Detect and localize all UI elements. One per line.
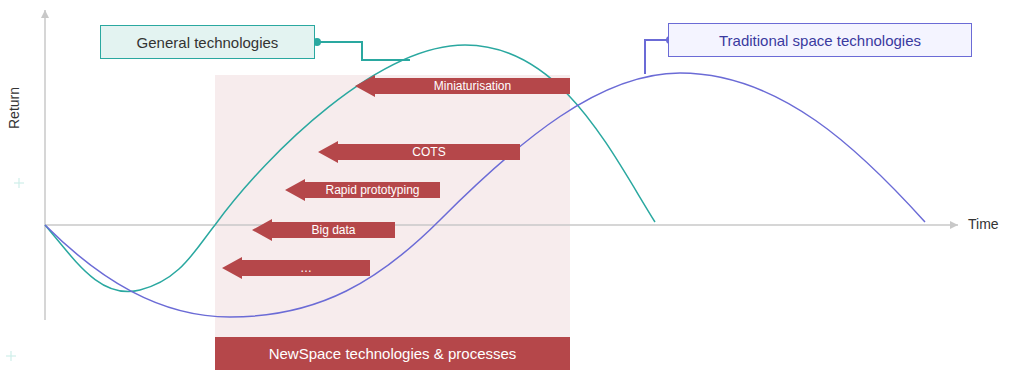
tech-arrow: Rapid prototyping (285, 179, 440, 201)
node-text: Big data (311, 223, 355, 237)
tech-arrow: … (222, 257, 370, 279)
newspace-band: MiniaturisationCOTS Rapid prototypingBig … (215, 75, 570, 370)
general-curve (45, 45, 655, 292)
node-text: … (300, 261, 312, 275)
node-text: Traditional space technologies (719, 32, 921, 49)
curve-label-box: Traditional space technologies (668, 23, 972, 57)
node-text: General technologies (137, 34, 279, 51)
y-axis-label: Return (6, 87, 22, 129)
leader-line (645, 40, 670, 74)
tech-arrow: Big data (252, 219, 395, 241)
traditional-curve (45, 73, 925, 317)
node-text: NewSpace technologies & processes (215, 337, 570, 370)
arrow-shape (222, 257, 370, 279)
node-text: COTS (412, 145, 445, 159)
curve-label-box: General technologies (100, 25, 315, 59)
tech-arrow: Miniaturisation (355, 75, 570, 97)
x-axis-label: Time (968, 216, 999, 232)
y-axis (44, 10, 46, 320)
leader-line (317, 42, 410, 60)
node-text: Miniaturisation (434, 79, 511, 93)
x-axis (45, 224, 958, 226)
tech-arrow: COTS (318, 141, 520, 163)
newspace-region (215, 75, 570, 337)
decor-plus (6, 178, 24, 361)
node-text: Rapid prototyping (325, 183, 419, 197)
